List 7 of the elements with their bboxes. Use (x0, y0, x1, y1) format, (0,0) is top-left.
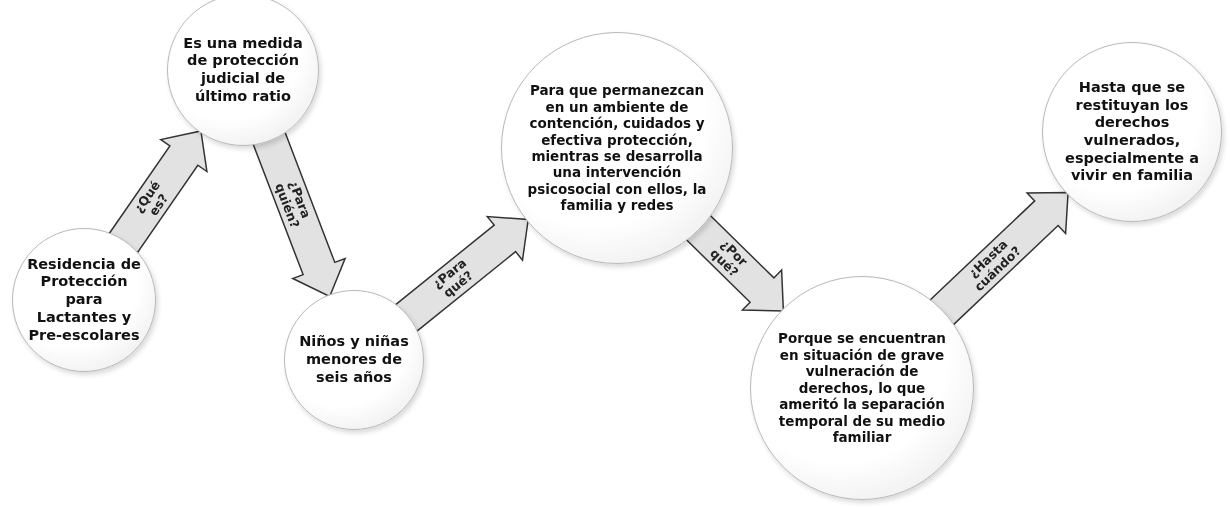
node-text: Residencia de Protección para Lactantes y Pre-escolares (26, 255, 142, 345)
node-text: Niños y niñas menores de seis años (299, 333, 409, 387)
node-text: Porque se encuentran en situación de grave vulneración de derechos, lo que ameritó la separación temporal de su medio familiar (777, 330, 947, 446)
node-text: Es una medida de protección judicial de último ratio (183, 34, 303, 106)
circle-node (284, 290, 424, 430)
node-text: Hasta que se restituyan los derechos vulnerados, especialmente a vivir en familia (1064, 78, 1200, 186)
node-text: Para que permanezcan en un ambiente de contención, cuidados y efectiva protección, mientras se desarrolla una intervención psicosocial con ellos, la familia y redes (526, 82, 708, 214)
